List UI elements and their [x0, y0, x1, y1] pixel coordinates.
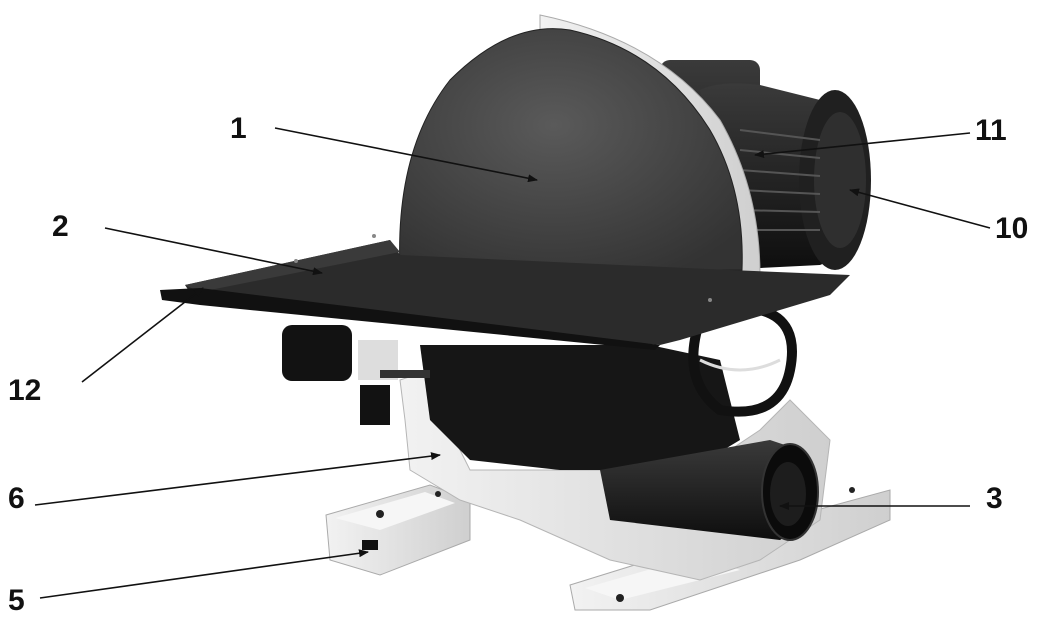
callout-10: 10 [995, 212, 1028, 245]
callout-6: 6 [8, 482, 25, 515]
leader-lines [34, 127, 991, 599]
leader-5 [39, 549, 369, 599]
leader-11 [754, 132, 971, 159]
callout-labels: 1 2 3 5 6 10 11 12 [8, 112, 1028, 617]
dust-guard [420, 345, 740, 470]
dust-extraction-tube [600, 440, 819, 541]
leader-2 [104, 227, 323, 276]
leader-1 [274, 127, 538, 183]
callout-2: 2 [52, 210, 69, 243]
base-foot-left [325, 484, 471, 576]
callout-5: 5 [8, 584, 25, 617]
machine-illustration [160, 14, 891, 611]
work-table [160, 234, 850, 350]
callout-12: 12 [8, 374, 41, 407]
leader-6 [34, 452, 441, 506]
leader-10 [849, 188, 991, 229]
leader-12 [81, 287, 204, 383]
callout-11: 11 [975, 114, 1007, 147]
table-lock-knob [282, 325, 430, 425]
callout-3: 3 [986, 482, 1003, 515]
callout-1: 1 [230, 112, 247, 145]
sanding-disc [399, 28, 743, 271]
